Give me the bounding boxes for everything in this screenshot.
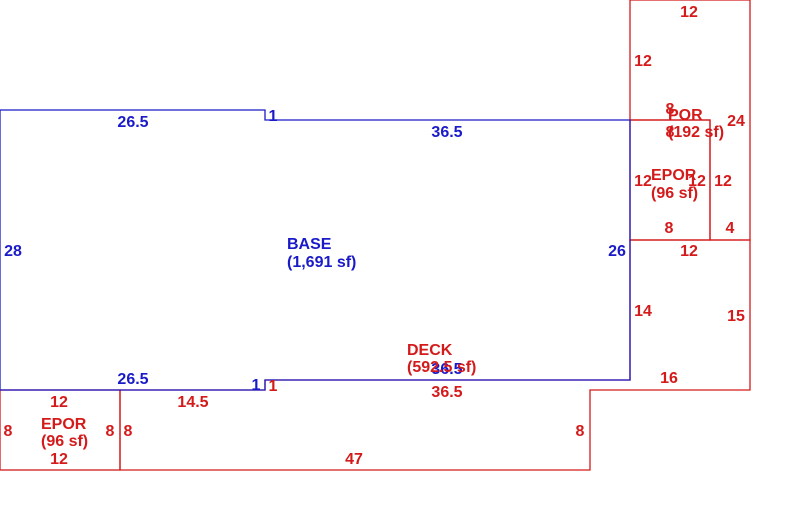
dim-epor-right-left: 12 — [634, 173, 652, 190]
dim-base-bottom-right: 36.5 — [431, 361, 462, 378]
epor-left-name-label: EPOR — [41, 416, 87, 433]
epor-left-area-label: (96 sf) — [41, 433, 88, 450]
dim-deck-left: 8 — [124, 423, 133, 440]
dim-epor-left-top: 12 — [50, 394, 68, 411]
dim-por-inner-b: 8 — [666, 124, 675, 141]
dim-epor-left-right: 8 — [106, 423, 115, 440]
dim-base-top-right: 36.5 — [431, 124, 462, 141]
dim-base-step-bottom-a: 1 — [252, 377, 261, 394]
base-outline — [0, 109, 631, 391]
dim-deck-step-bottom: 16 — [660, 370, 678, 387]
dim-deck-top: 36.5 — [431, 384, 462, 401]
dim-epor-right-inner: 12 — [688, 173, 706, 190]
dim-deck-right-upper: 14 — [634, 303, 652, 320]
epor-right-area-label: (96 sf) — [651, 185, 698, 202]
dim-base-left: 28 — [4, 243, 22, 260]
dim-deck-top-left: 14.5 — [177, 394, 208, 411]
dim-epor-right-bottom: 8 — [665, 220, 674, 237]
dim-base-step-top: 1 — [269, 108, 278, 125]
dim-por-left-upper: 12 — [634, 53, 652, 70]
base-area-label: (1,691 sf) — [287, 254, 356, 271]
deck-area-label: (592.5 sf) — [407, 359, 476, 376]
dim-base-top-left: 26.5 — [117, 114, 148, 131]
dim-epor-right-bottom-right: 4 — [726, 220, 735, 237]
dim-por-inner-a: 8 — [666, 101, 675, 118]
dim-base-right: 26 — [608, 243, 626, 260]
dim-por-right: 24 — [727, 113, 745, 130]
dim-deck-step-top: 12 — [680, 243, 698, 260]
dim-epor-left-bottom: 12 — [50, 451, 68, 468]
dim-deck-right: 15 — [727, 308, 745, 325]
dim-por-top: 12 — [680, 4, 698, 21]
dim-deck-right-lower: 8 — [576, 423, 585, 440]
dim-epor-right-right: 12 — [714, 173, 732, 190]
por-area-label: (192 sf) — [668, 124, 724, 141]
base-name-label: BASE — [287, 236, 332, 253]
deck-name-label: DECK — [407, 342, 453, 359]
dim-base-bottom-left: 26.5 — [117, 371, 148, 388]
dim-base-step-bottom-b: 1 — [269, 378, 278, 395]
dim-deck-bottom: 47 — [345, 451, 363, 468]
por-name-label: POR — [668, 107, 703, 124]
epor-right-name-label: EPOR — [651, 167, 697, 184]
dim-epor-left-left: 8 — [4, 423, 13, 440]
